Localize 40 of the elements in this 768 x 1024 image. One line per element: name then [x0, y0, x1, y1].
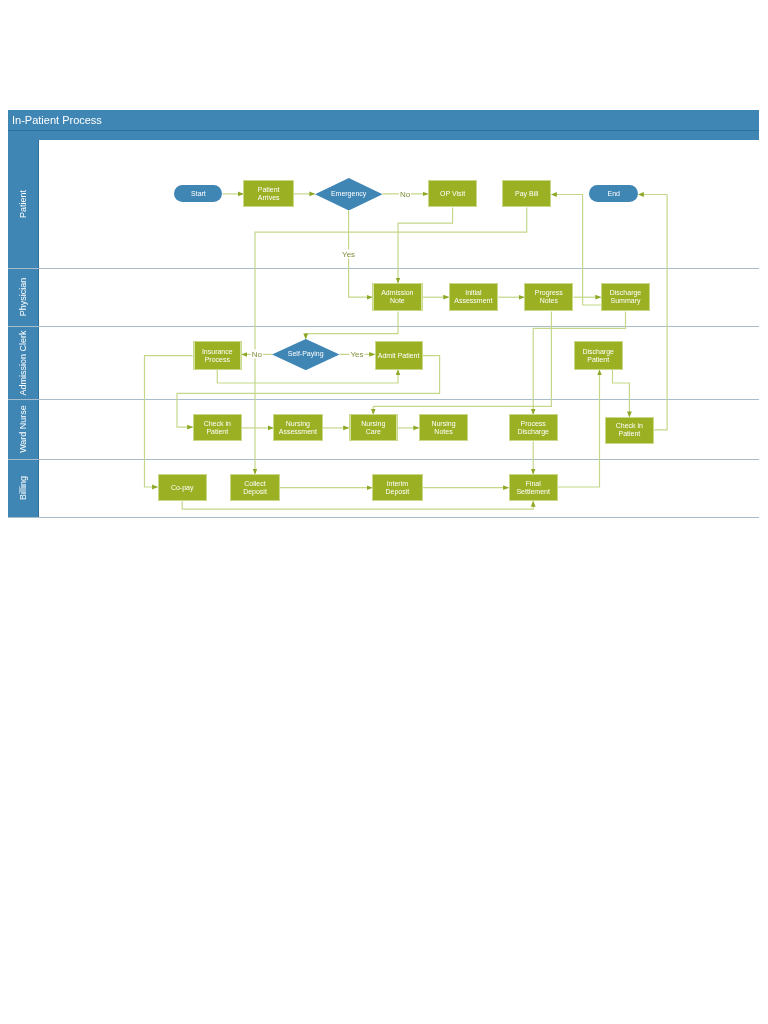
- connector-arrow: [293, 191, 316, 197]
- diagram-title: In-Patient Process: [12, 114, 102, 126]
- connector-arrow: [221, 191, 244, 197]
- swimlane: [8, 459, 760, 519]
- connector-arrow: [370, 310, 552, 415]
- swimlane: [8, 399, 760, 460]
- edge-label: No: [250, 349, 264, 359]
- connector-arrow: [611, 369, 632, 418]
- edge-label: No: [399, 189, 412, 199]
- connector-arrow: [572, 294, 602, 300]
- lane-label: Patient: [17, 189, 28, 218]
- connector-arrow: [216, 369, 401, 384]
- swimlane: [8, 268, 760, 328]
- connector-arrow: [252, 206, 528, 475]
- swimlane: [8, 139, 760, 269]
- connector-arrow: [497, 294, 525, 300]
- edge-label: Yes: [349, 349, 365, 359]
- swimlane: [8, 327, 760, 400]
- connector-arrow: [395, 206, 454, 284]
- connector-arrow: [348, 209, 373, 300]
- lane-label: Admission Clerk: [17, 330, 28, 396]
- connector-arrow: [143, 355, 194, 490]
- connector-arrow: [422, 485, 510, 491]
- connector-arrow: [550, 192, 602, 306]
- connector-arrow: [241, 425, 274, 431]
- connector-arrow: [322, 425, 350, 431]
- lane-label: Physician: [17, 278, 28, 317]
- connector-arrow: [279, 485, 373, 491]
- lane-label: Ward Nurse: [17, 405, 28, 454]
- edge-label: Yes: [341, 249, 357, 259]
- connector-arrow: [422, 294, 450, 300]
- connector-arrow: [557, 369, 602, 488]
- connector-arrow: [303, 310, 399, 340]
- connector-arrow: [637, 192, 668, 431]
- connector-arrow: [397, 425, 420, 431]
- connector-arrow: [530, 310, 627, 415]
- connector-arrow: [530, 440, 536, 475]
- connector-arrow: [176, 355, 441, 430]
- lane-label: Billing: [17, 476, 28, 501]
- connector-arrow: [181, 500, 536, 510]
